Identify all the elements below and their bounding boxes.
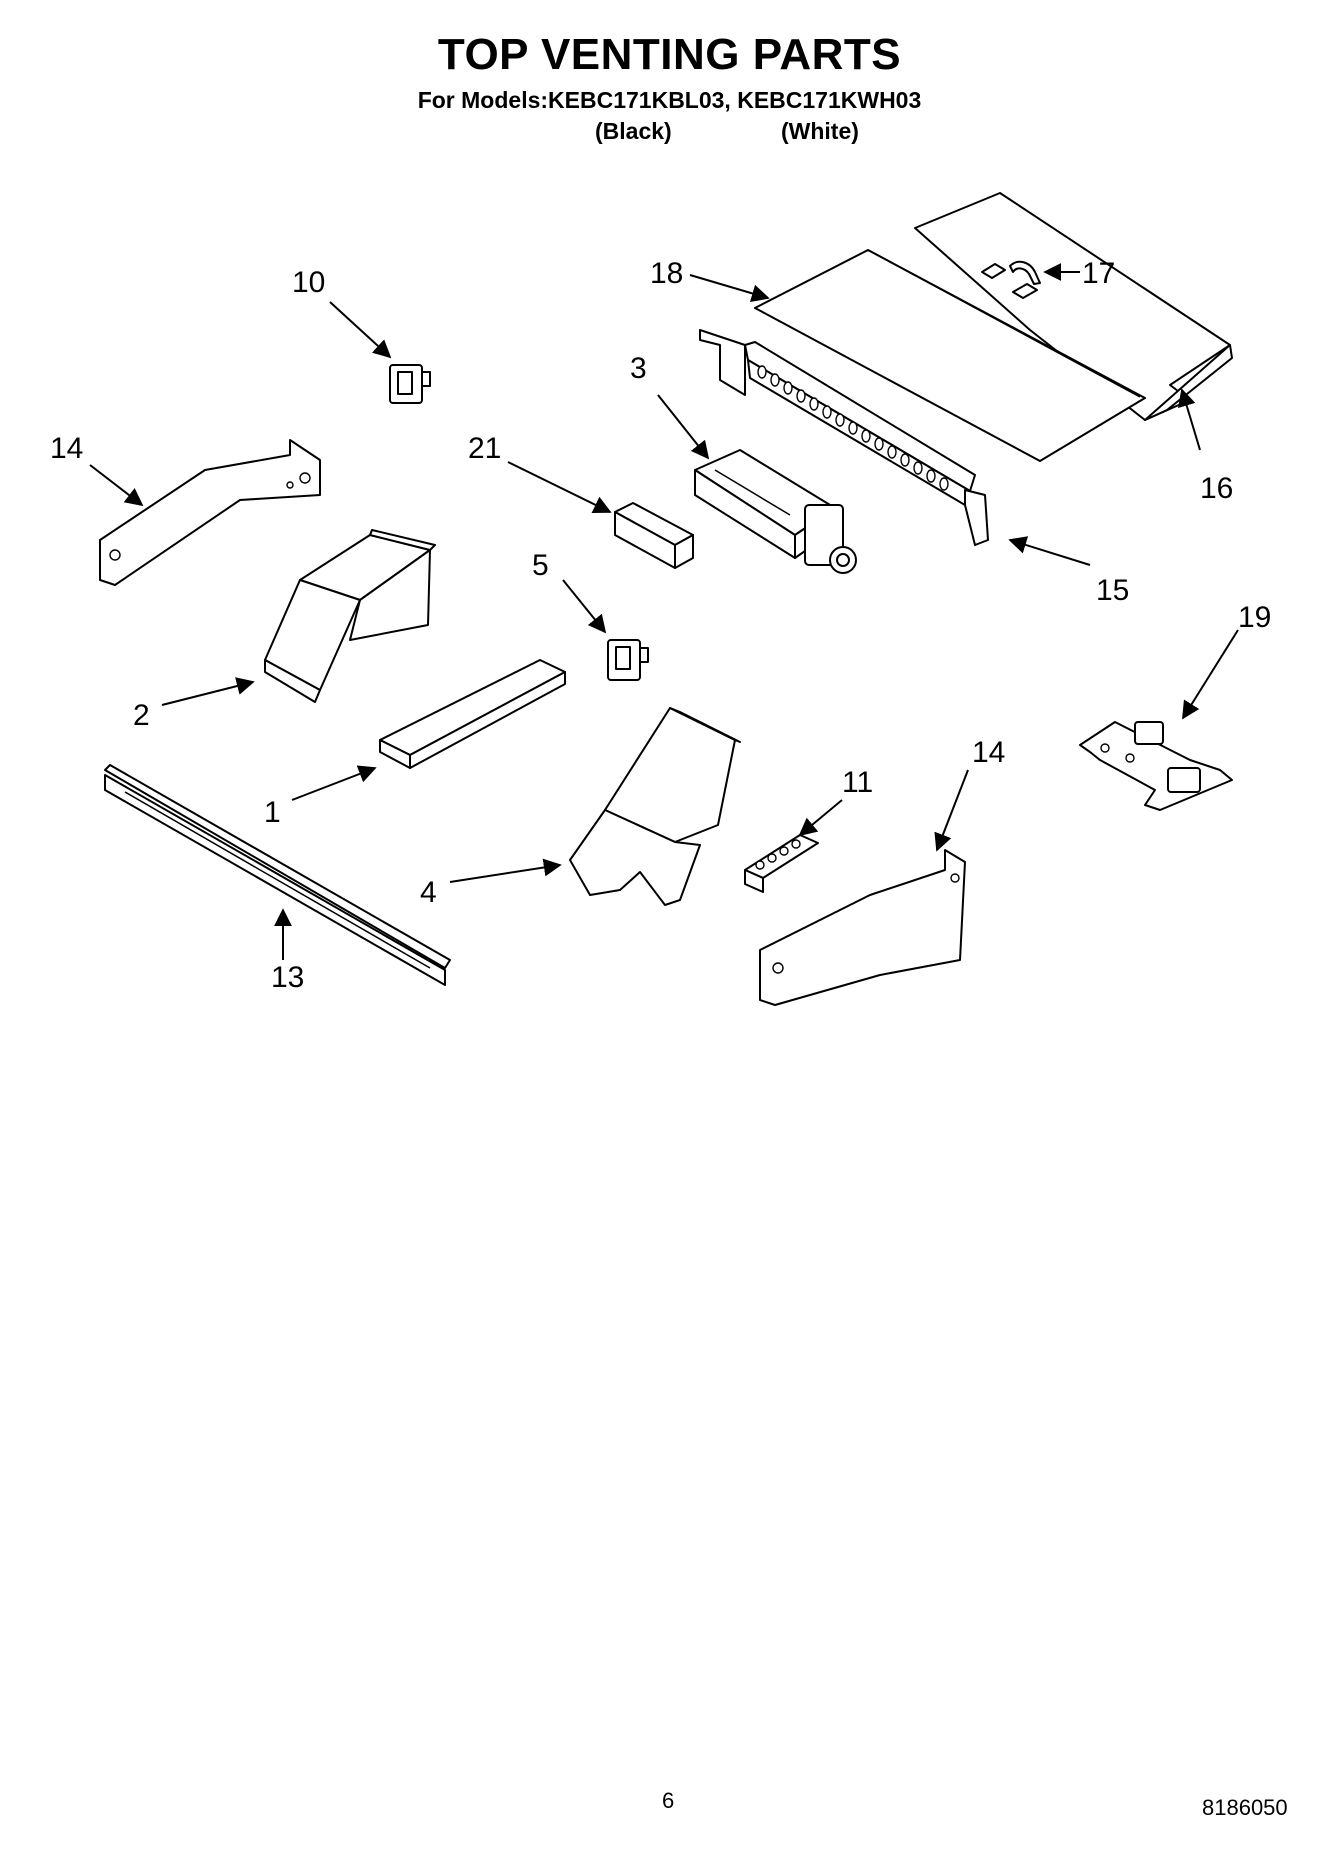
part-18-vent-panel [754, 249, 1146, 462]
leader-16 [1178, 388, 1201, 451]
callout-13: 13 [271, 961, 304, 994]
document-number: 8186050 [1202, 1795, 1288, 1820]
part-14-bracket-left [99, 439, 321, 586]
page-title: TOP VENTING PARTS [437, 30, 902, 79]
callout-11: 11 [842, 766, 873, 799]
part-13-rail [104, 764, 451, 986]
leader-lines [89, 263, 1239, 960]
callout-14-left: 14 [50, 432, 83, 465]
leader-10 [329, 301, 392, 359]
part-21-block [614, 502, 694, 569]
callout-10: 10 [292, 266, 325, 299]
callout-4: 4 [420, 876, 437, 909]
part-10-switch [389, 364, 431, 404]
callout-numbers: 10 14 2 1 13 4 5 21 3 18 17 16 15 19 11 … [50, 257, 1271, 994]
callout-2: 2 [133, 699, 150, 732]
leader-14a [89, 464, 144, 507]
leader-21 [507, 461, 612, 513]
callout-19: 19 [1238, 601, 1271, 634]
duct-slots [757, 365, 949, 491]
part-1-channel [379, 659, 566, 769]
callout-21: 21 [468, 432, 501, 465]
leader-2 [161, 677, 255, 706]
variant-white-label: (White) [781, 118, 859, 144]
part-19-sensor-bracket [1079, 721, 1233, 811]
callout-16: 16 [1200, 472, 1233, 505]
leader-15 [1008, 536, 1091, 566]
variant-black-label: (Black) [595, 118, 672, 144]
callout-17: 17 [1082, 257, 1115, 290]
leader-14b [934, 769, 969, 852]
leader-4 [449, 858, 562, 883]
callout-3: 3 [630, 352, 647, 385]
callout-1: 1 [264, 796, 281, 829]
leader-1 [291, 765, 377, 801]
part-5-switch [607, 639, 649, 681]
leader-3 [657, 394, 710, 460]
part-4-deflector [569, 707, 741, 906]
leader-11 [798, 799, 843, 837]
part-17-clip [1009, 260, 1041, 285]
part-14-bracket-right [759, 849, 966, 1006]
leader-18 [689, 274, 770, 303]
part-3-blower-assembly [694, 449, 857, 574]
callout-5: 5 [532, 549, 549, 582]
leader-19 [1182, 629, 1239, 720]
callout-18: 18 [650, 257, 683, 290]
leader-5 [562, 579, 607, 634]
models-line: For Models:KEBC171KBL03, KEBC171KWH03 [417, 87, 922, 113]
callout-15: 15 [1096, 574, 1129, 607]
page-number: 6 [662, 1788, 675, 1813]
part-2-duct [264, 529, 436, 703]
part-15-vent-duct [699, 329, 989, 546]
callout-14-right: 14 [972, 736, 1005, 769]
part-11-terminal-block [744, 834, 819, 893]
